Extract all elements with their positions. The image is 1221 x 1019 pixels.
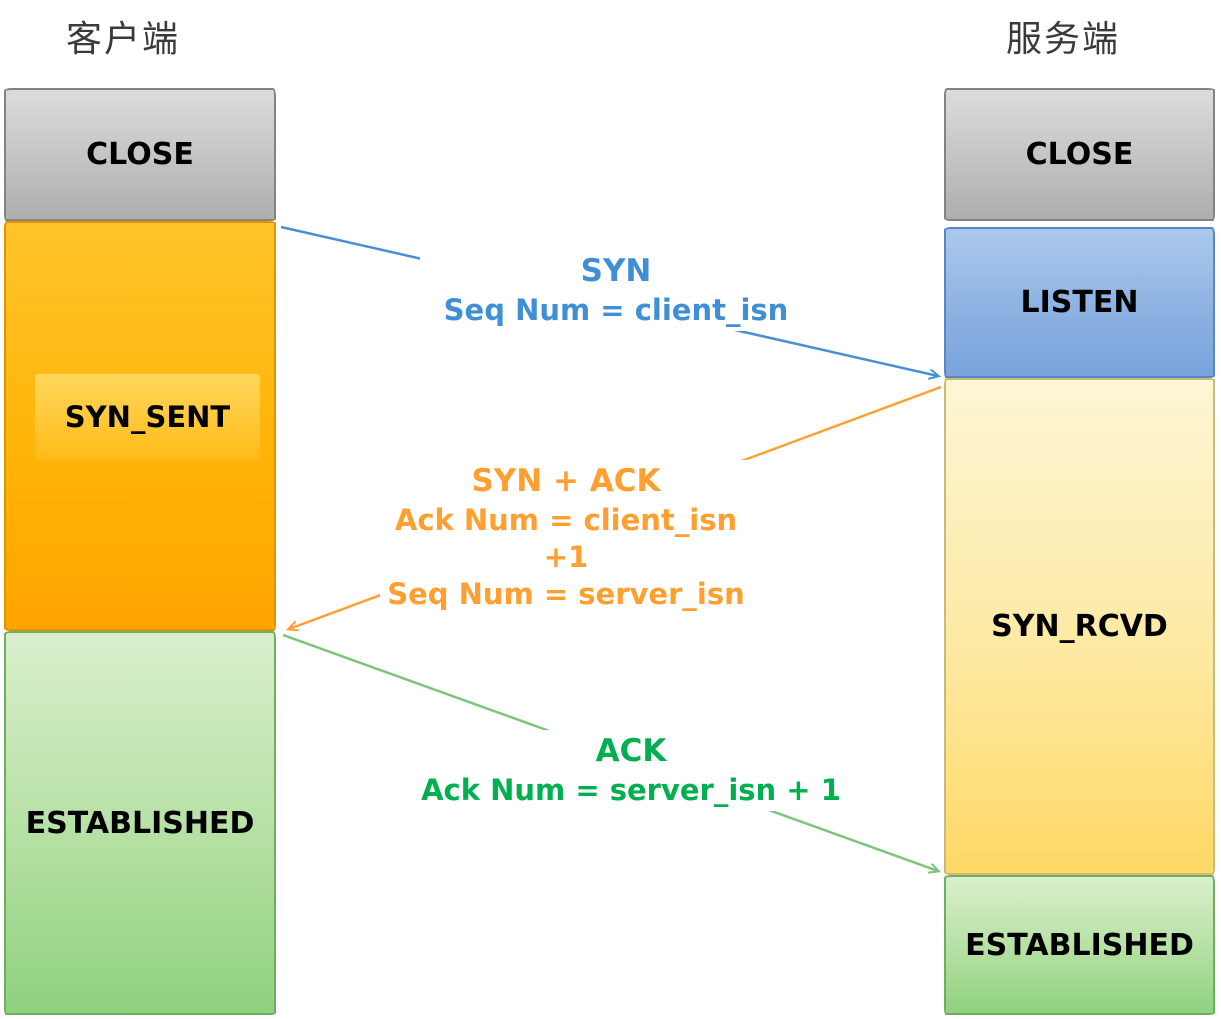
syn-title: SYN	[580, 253, 652, 289]
ack-acknum: Ack Num = server_isn + 1	[421, 772, 841, 807]
client-state-syn-sent: SYN_SENT	[4, 221, 276, 631]
server-state-listen-label: LISTEN	[1020, 285, 1139, 320]
server-state-established-label: ESTABLISHED	[965, 927, 1194, 963]
client-state-syn-sent-label: SYN_SENT	[64, 400, 231, 434]
ack-title: ACK	[595, 733, 667, 769]
syn-seq: Seq Num = client_isn	[443, 292, 789, 327]
client-state-close: CLOSE	[4, 88, 276, 221]
synack-seqnum: Seq Num = server_isn	[387, 576, 745, 611]
server-column-title: 服务端	[1006, 19, 1121, 60]
synack-message-label: SYN + ACK Ack Num = client_isn +1 Seq Nu…	[380, 460, 752, 615]
server-state-close: CLOSE	[944, 88, 1215, 221]
server-state-listen: LISTEN	[944, 227, 1215, 378]
synack-acknum: Ack Num = client_isn +1	[394, 502, 738, 574]
client-state-established-label: ESTABLISHED	[25, 805, 255, 841]
server-state-syn-rcvd: SYN_RCVD	[944, 378, 1215, 875]
client-state-established: ESTABLISHED	[4, 631, 276, 1015]
synack-title: SYN + ACK	[471, 463, 661, 499]
server-state-established: ESTABLISHED	[944, 875, 1215, 1015]
client-column-title: 客户端	[66, 19, 181, 60]
server-state-syn-rcvd-label: SYN_RCVD	[991, 609, 1168, 644]
server-state-close-label: CLOSE	[1025, 137, 1134, 172]
client-state-close-label: CLOSE	[86, 137, 194, 172]
client-state-syn-sent-box: SYN_SENT	[35, 374, 260, 460]
syn-message-label: SYN Seq Num = client_isn	[420, 250, 812, 331]
ack-message-label: ACK Ack Num = server_isn + 1	[400, 730, 862, 811]
